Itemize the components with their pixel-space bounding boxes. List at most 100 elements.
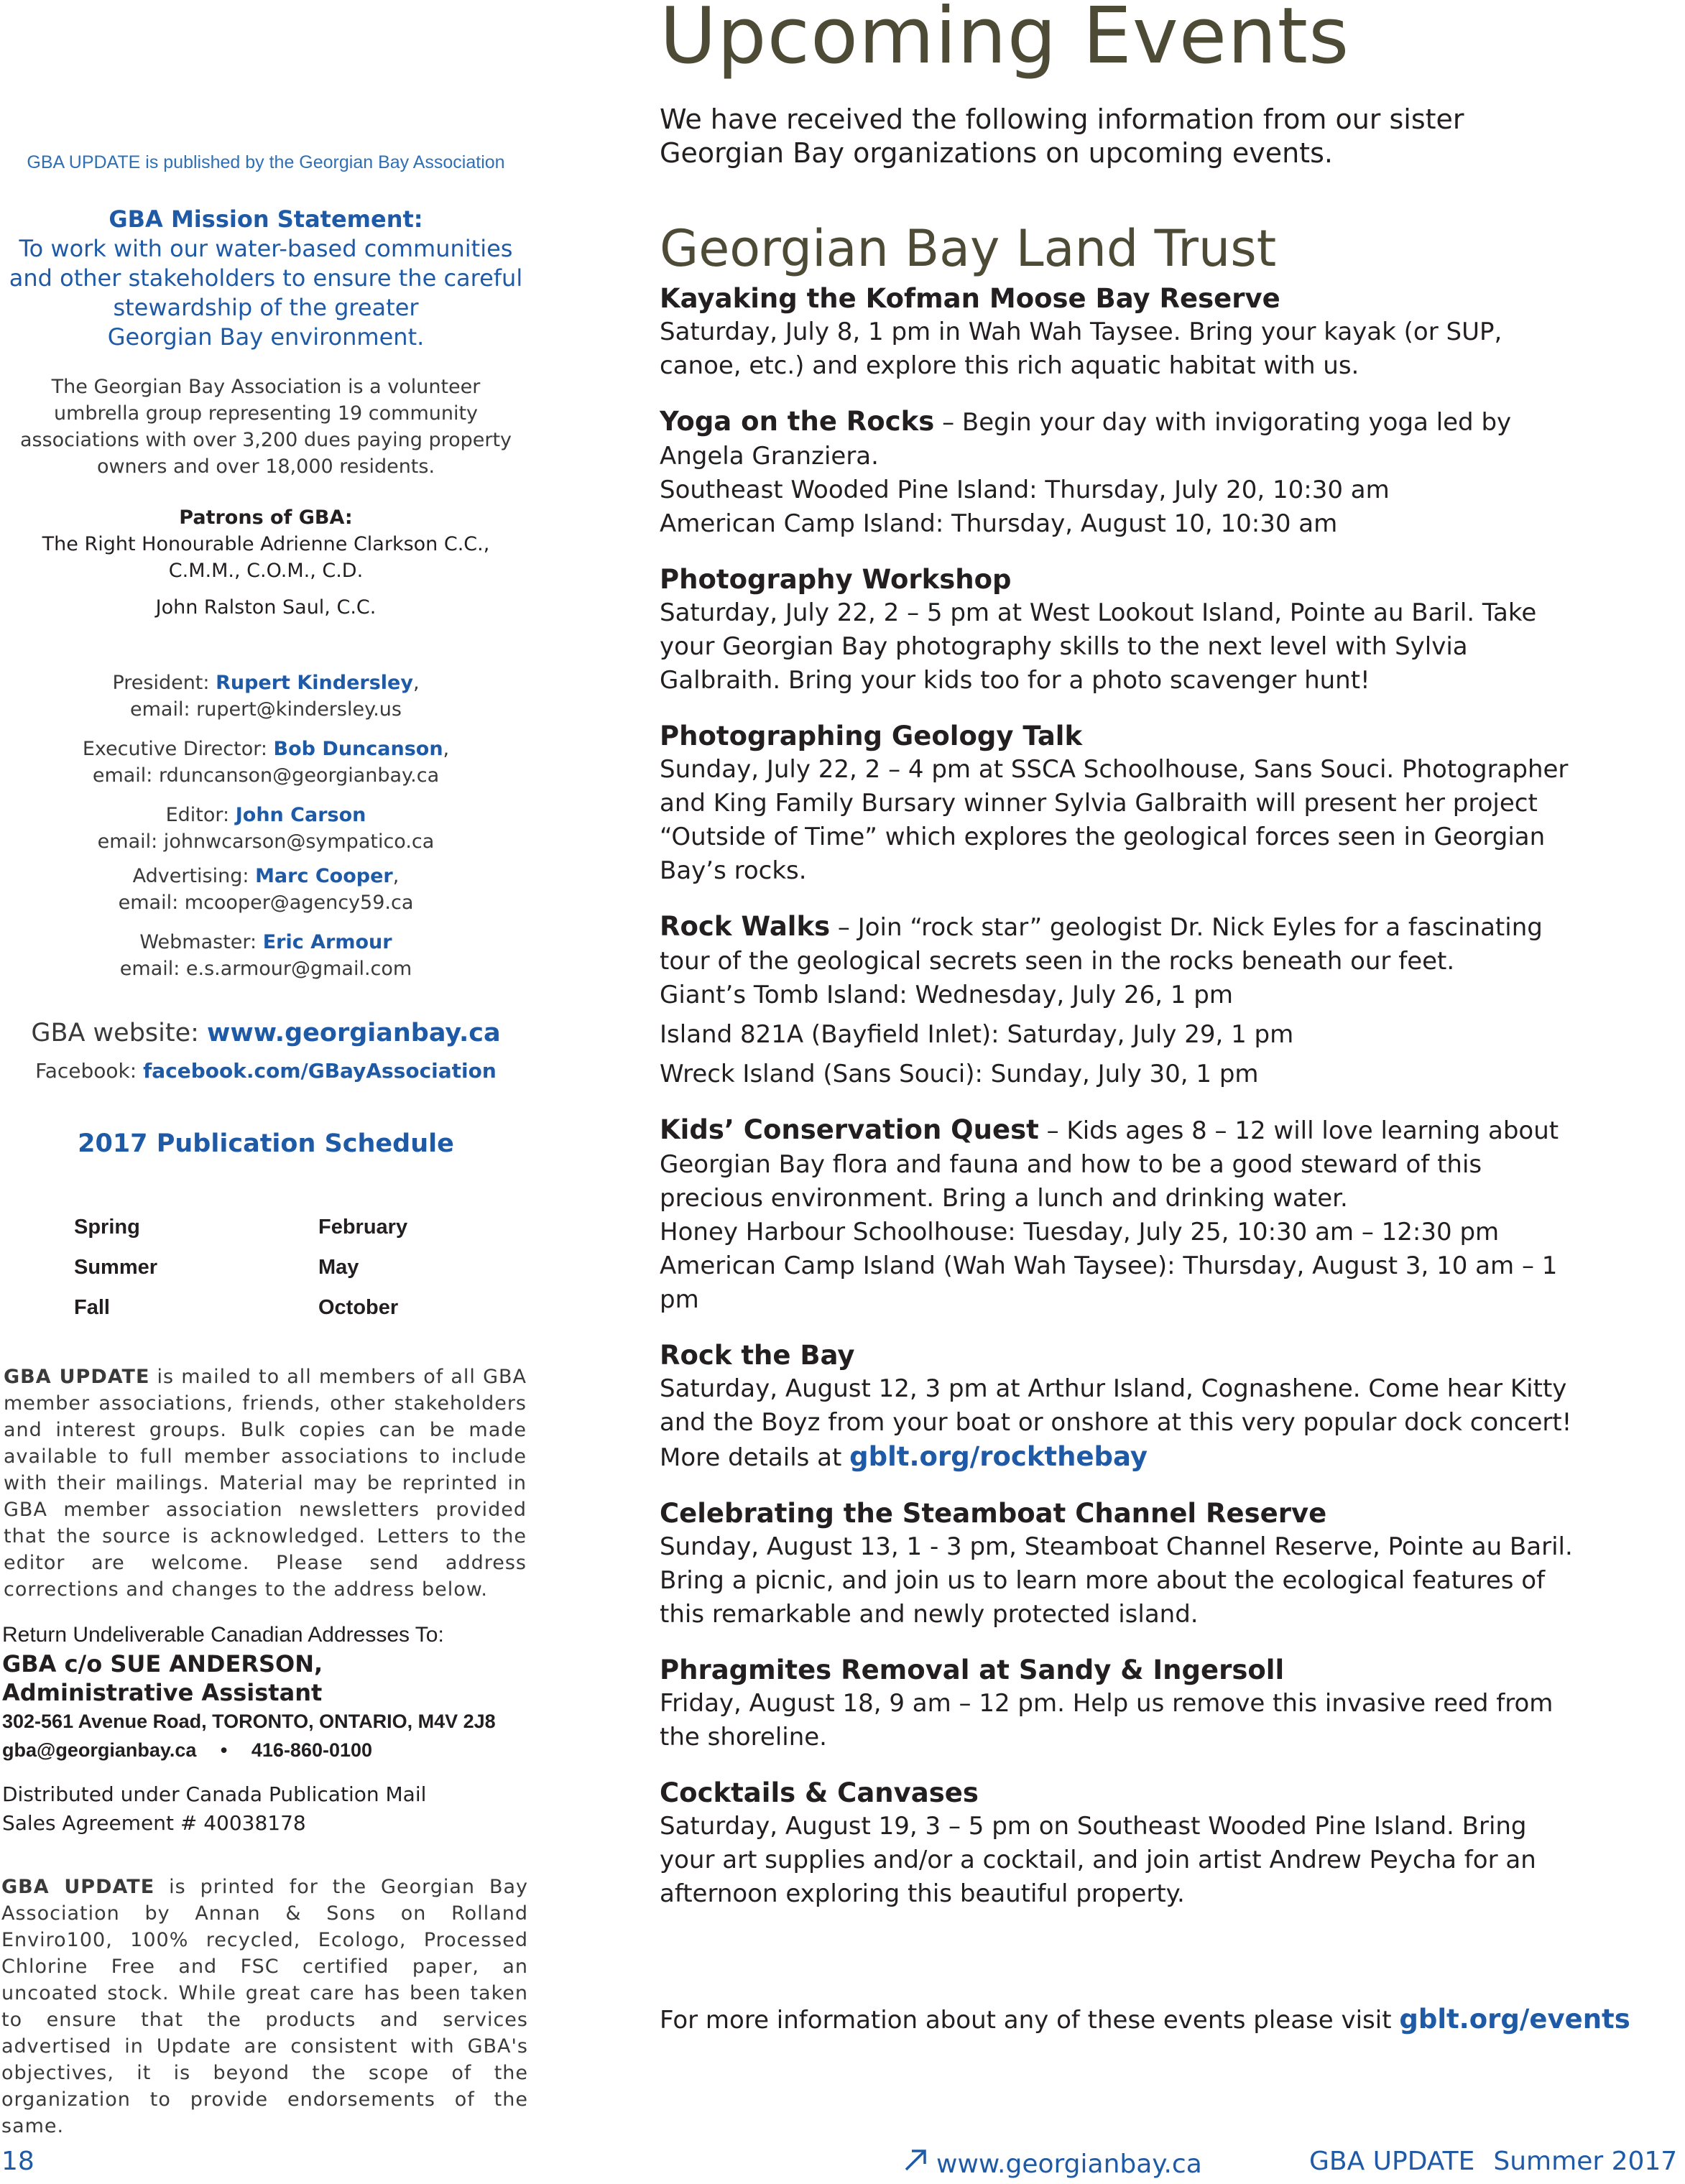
website-line: GBA website: www.georgianbay.ca [0, 1019, 532, 1047]
facebook-line: Facebook: facebook.com/GBayAssociation [0, 1059, 532, 1083]
contact-name: Marc Cooper [255, 865, 393, 887]
event-detail: Saturday, August 12, 3 pm at Arthur Isla… [660, 1374, 1572, 1437]
event-title: Photographing Geology Talk [660, 721, 1083, 751]
contact-email[interactable]: email: johnwcarson@sympatico.ca [97, 830, 435, 853]
facebook-label: Facebook: [35, 1059, 144, 1083]
contact-name: Bob Duncanson [273, 738, 443, 760]
contact-name: Eric Armour [262, 931, 392, 953]
facebook-link[interactable]: facebook.com/GBayAssociation [143, 1059, 497, 1083]
event-lead: Rock Walks – Join “rock star” geologist … [660, 910, 1587, 978]
schedule-row: Fall October [74, 1296, 433, 1336]
footer-url[interactable]: www.georgianbay.ca [903, 2147, 1202, 2179]
patron-line: The Right Honourable Adrienne Clarkson C… [42, 533, 490, 555]
distribution-line: Sales Agreement # 40038178 [2, 1811, 306, 1835]
patrons-title: Patrons of GBA: [179, 506, 353, 529]
return-role: Administrative Assistant [2, 1679, 323, 1706]
contact-role: President: [112, 672, 216, 694]
event-detail: Saturday, July 22, 2 – 5 pm at West Look… [660, 598, 1537, 695]
contact-email[interactable]: email: rduncanson@georgianbay.ca [92, 764, 440, 787]
mission-line: stewardship of the greater [113, 294, 419, 321]
event-item: Yoga on the Rocks – Begin your day with … [660, 404, 1587, 541]
event-item: Rock Walks – Join “rock star” geologist … [660, 910, 1587, 1091]
event-title: Rock Walks [660, 911, 831, 942]
page-title: Upcoming Events [660, 0, 1350, 81]
event-detail: Saturday, August 19, 3 – 5 pm on Southea… [660, 1812, 1536, 1908]
event-item: Celebrating the Steamboat Channel Reserv… [660, 1496, 1587, 1632]
schedule-season: Fall [74, 1296, 110, 1319]
event-more-link[interactable]: gblt.org/rockthebay [849, 1441, 1148, 1472]
event-detail: Sunday, July 22, 2 – 4 pm at SSCA School… [660, 755, 1569, 885]
return-contact: gba@georgianbay.ca • 416-860-0100 [2, 1736, 530, 1764]
intro-line: We have received the following informati… [660, 103, 1464, 135]
contact-name: Rupert Kindersley [216, 672, 413, 694]
contact-email[interactable]: email: rupert@kindersley.us [130, 698, 402, 721]
website-label: GBA website: [31, 1019, 208, 1047]
mission-title: GBA Mission Statement: [109, 205, 423, 233]
page-number: 18 [1, 2147, 34, 2176]
more-info-text: For more information about any of these … [660, 2006, 1400, 2035]
event-detail: Southeast Wooded Pine Island: Thursday, … [660, 476, 1390, 538]
event-title: Phragmites Removal at Sandy & Ingersoll [660, 1655, 1285, 1685]
return-street: 302-561 Avenue Road, TORONTO, ONTARIO, M… [2, 1711, 496, 1732]
bullet-separator: • [220, 1739, 228, 1761]
event-detail: Giant’s Tomb Island: Wednesday, July 26,… [660, 981, 1233, 1009]
about-line: associations with over 3,200 dues paying… [19, 429, 512, 451]
website-link[interactable]: www.georgianbay.ca [207, 1019, 501, 1047]
contact-advertising: Advertising: Marc Cooper, email: mcooper… [0, 863, 532, 916]
mailing-note-lead: GBA UPDATE [4, 1366, 150, 1388]
printing-note-text: is printed for the Georgian Bay Associat… [1, 1876, 529, 2137]
intro: We have received the following informati… [660, 103, 1587, 170]
contact-email[interactable]: email: e.s.armour@gmail.com [119, 958, 412, 980]
return-address: Return Undeliverable Canadian Addresses … [2, 1621, 530, 1764]
event-title: Kids’ Conservation Quest [660, 1114, 1039, 1145]
event-item: Kids’ Conservation Quest – Kids ages 8 –… [660, 1113, 1587, 1317]
contact-role: Executive Director: [82, 738, 274, 760]
more-info: For more information about any of these … [660, 2004, 1630, 2035]
mailing-note-text: is mailed to all members of all GBA memb… [4, 1366, 527, 1601]
intro-line: Georgian Bay organizations on upcoming e… [660, 137, 1333, 169]
schedule-season: Summer [74, 1256, 158, 1279]
event-more: More details at gblt.org/rockthebay [660, 1440, 1587, 1475]
patron-line: C.M.M., C.O.M., C.D. [168, 560, 364, 582]
schedule-month: May [318, 1256, 359, 1279]
contact-executive-director: Executive Director: Bob Duncanson, email… [0, 736, 532, 789]
about-gba: The Georgian Bay Association is a volunt… [0, 374, 532, 480]
return-email[interactable]: gba@georgianbay.ca [2, 1739, 197, 1761]
event-item: Photographing Geology Talk Sunday, July … [660, 719, 1587, 888]
schedule-row: Summer May [74, 1256, 433, 1296]
event-detail: Wreck Island (Sans Souci): Sunday, July … [660, 1060, 1259, 1088]
event-lead: Kids’ Conservation Quest – Kids ages 8 –… [660, 1113, 1587, 1216]
events-list: Kayaking the Kofman Moose Bay Reserve Sa… [660, 282, 1587, 1933]
mission-line: and other stakeholders to ensure the car… [9, 264, 523, 292]
event-description: – Kids ages 8 – 12 will love learning ab… [660, 1116, 1559, 1213]
more-info-link[interactable]: gblt.org/events [1399, 2004, 1630, 2035]
return-phone: 416-860-0100 [251, 1739, 373, 1761]
event-item: Photography Workshop Saturday, July 22, … [660, 563, 1587, 698]
event-item: Phragmites Removal at Sandy & Ingersoll … [660, 1653, 1587, 1754]
event-detail: Friday, August 18, 9 am – 12 pm. Help us… [660, 1689, 1554, 1752]
schedule-month: October [318, 1296, 399, 1319]
event-item: Rock the Bay Saturday, August 12, 3 pm a… [660, 1338, 1587, 1475]
event-description: – Join “rock star” geologist Dr. Nick Ey… [660, 913, 1543, 976]
distribution-note: Distributed under Canada Publication Mai… [2, 1780, 530, 1838]
event-lead: Yoga on the Rocks – Begin your day with … [660, 404, 1587, 473]
contact-editor: Editor: John Carson email: johnwcarson@s… [0, 802, 532, 855]
mission-line: To work with our water-based communities [19, 235, 513, 262]
printing-note-lead: GBA UPDATE [1, 1876, 155, 1898]
contact-email[interactable]: email: mcooper@agency59.ca [118, 892, 414, 914]
event-detail: Saturday, July 8, 1 pm in Wah Wah Taysee… [660, 318, 1502, 380]
event-title: Kayaking the Kofman Moose Bay Reserve [660, 283, 1280, 314]
event-description: – Begin your day with invigorating yoga … [660, 408, 1512, 471]
contact-role: Advertising: [132, 865, 256, 887]
printing-note: GBA UPDATE is printed for the Georgian B… [1, 1874, 528, 2139]
footer-season: Summer 2017 [1493, 2147, 1678, 2176]
published-by-note: GBA UPDATE is published by the Georgian … [27, 152, 505, 172]
return-name: GBA c/o SUE ANDERSON, [2, 1650, 323, 1678]
footer-url-text[interactable]: www.georgianbay.ca [936, 2150, 1202, 2179]
return-title: Return Undeliverable Canadian Addresses … [2, 1623, 444, 1647]
event-title: Photography Workshop [660, 564, 1012, 595]
about-line: umbrella group representing 19 community [53, 402, 479, 425]
